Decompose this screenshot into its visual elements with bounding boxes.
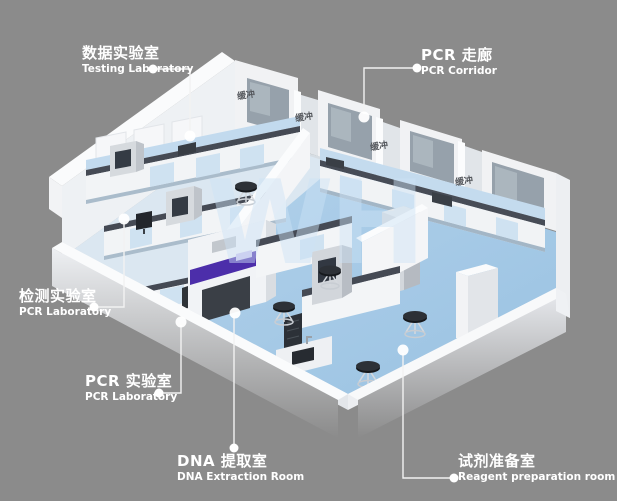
callout-zh-label: PCR 走廊 <box>421 46 493 64</box>
callout-line <box>153 68 191 133</box>
callout-dots <box>89 63 459 483</box>
callout-dot <box>154 388 164 398</box>
callout-reagent-preparation-room: 试剂准备室 Reagent preparation room <box>458 452 616 483</box>
callout-anchor-ball <box>229 307 241 319</box>
sink-basin <box>292 347 314 365</box>
callout-dot <box>89 302 99 312</box>
callout-dot <box>148 64 158 74</box>
callout-line <box>363 67 417 114</box>
faucet <box>306 336 312 344</box>
callout-anchor-ball <box>175 316 187 328</box>
callout-en-label: Reagent preparation room <box>458 470 616 483</box>
callout-testing-laboratory: 数据实验室 Testing Laboratory <box>82 44 194 75</box>
callout-pcr-laboratory: PCR 实验室 PCR Laboratory <box>85 372 178 403</box>
room-tag-buffer-1: 缓冲 <box>236 89 256 103</box>
monitor <box>136 211 152 234</box>
callout-zh-label: PCR 实验室 <box>85 372 173 390</box>
callout-zh-label: 数据实验室 <box>82 44 160 62</box>
callout-en-label: Testing Laboratory <box>82 62 194 75</box>
equipment-analyzer <box>110 141 144 177</box>
callout-line <box>159 325 182 394</box>
callout-pcr-laboratory-detection: 检测实验室 PCR Laboratory <box>19 287 112 318</box>
callout-anchor-ball <box>397 344 409 356</box>
callout-en-label: PCR Corridor <box>421 64 497 77</box>
bench-equipment <box>432 192 452 207</box>
callout-dot <box>412 63 422 73</box>
callout-dot <box>449 473 459 483</box>
stand-fixture <box>182 286 188 310</box>
callout-zh-label: 检测实验室 <box>19 287 97 305</box>
bench-equipment <box>326 157 344 169</box>
stool <box>235 181 257 206</box>
callout-en-label: PCR Laboratory <box>19 305 112 318</box>
stool <box>403 311 427 339</box>
cabinet-vent <box>212 236 236 253</box>
lab-bench-row-a <box>86 116 300 204</box>
callout-anchor-ball <box>118 213 130 225</box>
corner-post <box>556 173 570 318</box>
equipment-analyzer <box>166 186 202 226</box>
callout-dna-extraction-room: DNA 提取室 DNA Extraction Room <box>177 452 305 483</box>
callout-line <box>94 222 125 308</box>
stool <box>273 301 295 326</box>
callout-anchor-ball <box>358 111 370 123</box>
callout-dot <box>229 443 239 453</box>
callout-pcr-corridor: PCR 走廊 PCR Corridor <box>421 46 497 77</box>
callout-connectors <box>94 67 454 479</box>
callout-zh-label: 试剂准备室 <box>458 452 536 470</box>
room-tag-buffer-4: 缓冲 <box>454 175 474 189</box>
callout-en-label: PCR Laboratory <box>85 390 178 403</box>
partition-wall-2 <box>356 204 428 292</box>
corridor-bench <box>320 148 545 252</box>
callout-zh-label: DNA 提取室 <box>177 452 268 470</box>
callout-en-label: DNA Extraction Room <box>177 470 305 483</box>
stool <box>319 265 341 290</box>
bench-equipment <box>178 142 196 156</box>
callout-line <box>402 353 454 479</box>
room-tag-buffer-2: 缓冲 <box>294 111 314 125</box>
room-tag-buffer-3: 缓冲 <box>369 140 389 154</box>
callout-anchor-ball <box>184 130 196 142</box>
